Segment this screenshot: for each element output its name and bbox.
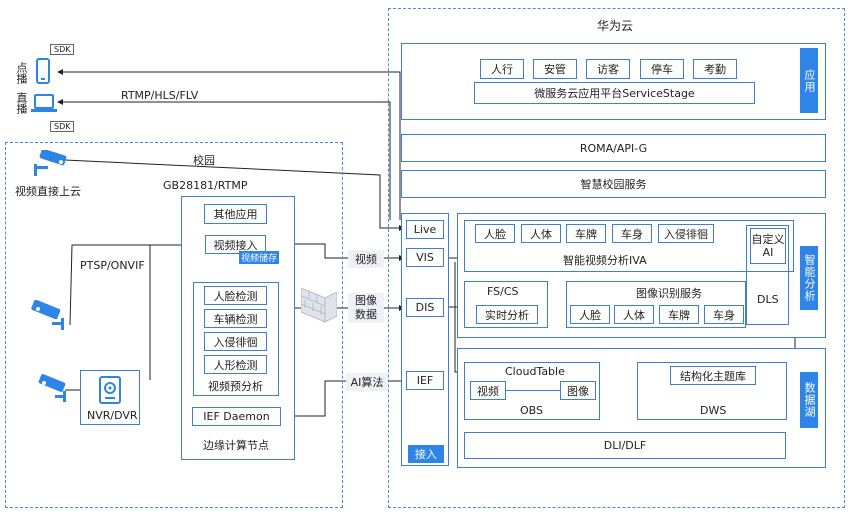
huawei-cloud-region [388,8,845,508]
image-item: 人脸 [570,305,610,324]
iva-item: 入侵徘徊 [658,224,714,243]
app-item: 访客 [586,59,630,79]
camera-direct-label: 视频直接上云 [15,185,81,198]
smart-side-label: 智能分析 [800,246,818,310]
app-items: 人行 安管 访客 停车 考勤 [480,59,740,79]
sdk-top-tag: SDK [50,44,75,55]
live-box: Live [406,220,444,239]
ief-daemon: IEF Daemon [192,407,281,426]
iva-title: 智能视频分析IVA [563,254,647,267]
video-access: 视频接入 [205,235,266,254]
edge-label-image-data: 图像数据 [348,293,384,323]
dli-dlf: DLI/DLF [464,432,786,459]
protocol-left: PTSP/ONVIF [80,259,145,272]
camera-icon [33,374,73,404]
image-item: 人体 [614,305,654,324]
obs-label: OBS [520,404,543,417]
lake-video: 视频 [470,381,506,400]
camera-icon [30,148,70,178]
lake-divider [506,390,560,391]
fs-cs-label: FS/CS [487,285,519,298]
check-item: 人形检测 [204,355,267,374]
struct-lib: 结构化主题库 [670,366,756,385]
lake-image: 图像 [560,381,596,400]
hard-disk-icon [99,376,121,404]
ief-box: IEF [406,371,444,390]
live-label: 直播 [15,92,28,114]
preanalysis-label: 视频预分析 [208,380,263,393]
servicestage-platform: 微服务云应用平台ServiceStage [474,82,755,104]
check-item: 车辆检测 [204,309,267,328]
app-layer [401,43,826,120]
phone-icon [36,58,50,84]
firewall-icon [300,287,338,332]
cloudtable-label: CloudTable [505,365,565,378]
dws-label: DWS [700,404,727,417]
video-storage-tag: 视频储存 [239,251,280,264]
roma-api-g: ROMA/API-G [401,134,826,162]
campus-service: 智慧校园服务 [401,170,826,198]
app-item: 安管 [533,59,577,79]
app-side-label: 应用 [800,48,818,113]
nvr-label: NVR/DVR [87,409,138,422]
app-item: 考勤 [693,59,737,79]
image-item: 车牌 [659,305,699,324]
check-item: 人脸检测 [204,286,267,305]
iva-item: 人体 [521,224,561,243]
dis-box: DIS [406,298,444,317]
edge-label-ai-algo: AI算法 [346,373,388,391]
edge-label-video: 视频 [348,250,384,268]
dls-label: DLS [757,293,779,306]
vod-label: 点播 [15,62,28,84]
stream-protocol: RTMP/HLS/FLV [121,89,199,102]
iva-item: 车身 [612,224,652,243]
laptop-icon [31,94,57,114]
camera-icon [28,299,70,332]
sdk-bottom-tag: SDK [50,121,75,132]
dls-block [746,225,789,325]
iva-item: 车牌 [566,224,606,243]
custom-ai: 自定义AI [750,228,786,264]
app-item: 人行 [480,59,524,79]
realtime-analysis: 实时分析 [476,305,538,324]
lake-side-label: 数据湖 [800,372,818,428]
edge-title: 边缘计算节点 [203,439,269,452]
app-item: 停车 [640,59,684,79]
campus-region [5,142,343,508]
cloud-title: 华为云 [597,19,634,33]
check-item: 入侵徘徊 [204,332,267,351]
campus-title: 校园 [193,154,215,167]
image-service-title: 图像识别服务 [636,287,702,300]
access-side-label: 接入 [408,445,444,463]
iva-item: 人脸 [475,224,515,243]
other-apps: 其他应用 [204,204,267,224]
image-item: 车身 [704,305,744,324]
vis-box: VIS [406,248,444,267]
protocol-top: GB28181/RTMP [163,179,248,192]
